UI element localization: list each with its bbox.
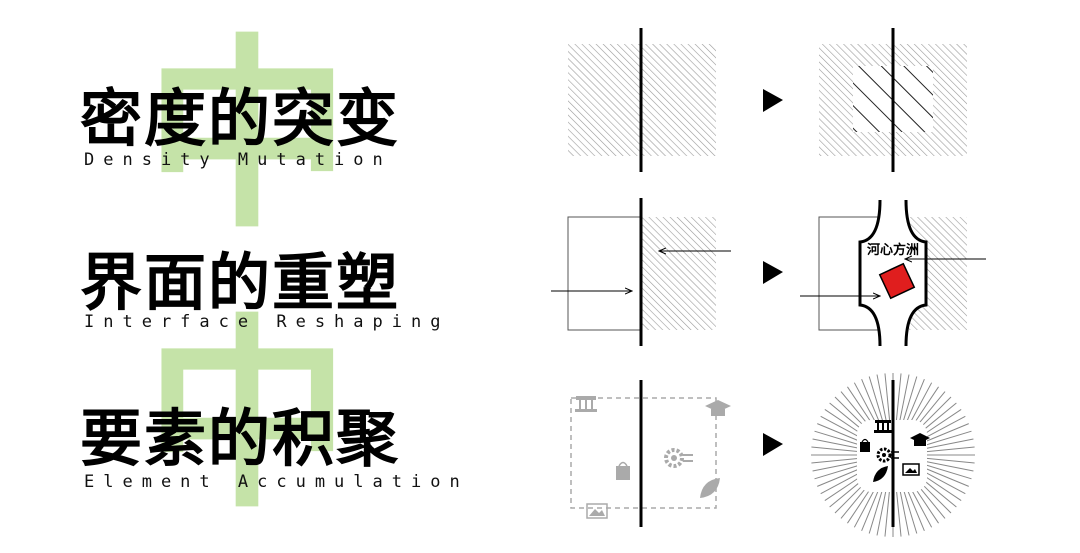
radiating-line bbox=[895, 488, 902, 537]
leaf-icon bbox=[873, 466, 888, 482]
radiating-line bbox=[925, 430, 972, 446]
radiating-line bbox=[925, 464, 972, 480]
radiating-line bbox=[876, 374, 887, 422]
radiating-line bbox=[905, 486, 925, 531]
shopping-bag-icon bbox=[616, 461, 630, 480]
row-2-subtitle: Interface Reshaping bbox=[84, 312, 450, 332]
radiating-line bbox=[899, 488, 910, 536]
island-label: 河心方洲 bbox=[867, 242, 919, 258]
radiating-line bbox=[868, 376, 884, 423]
elements-before-diagram bbox=[570, 380, 731, 527]
radiating-line bbox=[920, 409, 962, 437]
arrow-right-icon bbox=[763, 261, 783, 284]
interface-after-diagram: 河心方洲 bbox=[800, 199, 986, 347]
radiating-line bbox=[814, 464, 861, 480]
row-1-title: 密度的突变 bbox=[80, 82, 401, 155]
radiating-line bbox=[812, 438, 860, 449]
radiating-line bbox=[902, 376, 918, 423]
row-3-subtitle: Element Accumulation bbox=[84, 472, 469, 492]
radiating-line bbox=[899, 374, 910, 422]
radiating-line bbox=[868, 487, 884, 534]
radiating-line bbox=[814, 430, 861, 446]
radiating-line bbox=[920, 473, 962, 501]
pavilion-icon bbox=[874, 420, 892, 433]
interface-before-diagram bbox=[551, 198, 731, 346]
background-character-top: 中 bbox=[145, 18, 350, 256]
radiating-line bbox=[820, 415, 864, 440]
density-after-diagram bbox=[819, 28, 967, 172]
radiating-line bbox=[908, 484, 933, 528]
radiating-line bbox=[926, 457, 975, 464]
radiating-line bbox=[820, 470, 864, 495]
radiating-line bbox=[884, 488, 891, 537]
radiating-line bbox=[924, 423, 969, 443]
radiating-line bbox=[884, 373, 891, 422]
radiating-line bbox=[817, 467, 862, 487]
radiating-line bbox=[895, 373, 902, 422]
shopping-bag-icon bbox=[860, 438, 870, 452]
radiating-line bbox=[924, 467, 969, 487]
radiating-line bbox=[812, 461, 860, 472]
radiating-line bbox=[861, 379, 881, 424]
row-2-title: 界面的重塑 bbox=[80, 246, 401, 319]
radiating-line bbox=[911, 386, 939, 428]
gear-icon bbox=[876, 447, 899, 463]
radiating-line bbox=[811, 446, 860, 453]
radiating-line bbox=[905, 379, 925, 424]
radiating-line bbox=[926, 461, 974, 472]
pavilion-icon bbox=[575, 396, 597, 412]
density-before-diagram bbox=[568, 28, 716, 172]
graduation-cap-icon bbox=[705, 400, 731, 416]
elements-after-diagram bbox=[811, 373, 975, 537]
radiating-line bbox=[926, 438, 974, 449]
radiating-line bbox=[876, 488, 887, 536]
row-1-subtitle: Density Mutation bbox=[84, 150, 392, 170]
arrow-right-icon bbox=[763, 89, 783, 112]
radiating-line bbox=[811, 457, 860, 464]
radiating-line bbox=[817, 423, 862, 443]
background-character-bottom: 中 bbox=[145, 298, 350, 536]
picture-icon bbox=[902, 463, 920, 476]
radiating-line bbox=[922, 415, 966, 440]
arrow-right-icon bbox=[763, 433, 783, 456]
graduation-cap-icon bbox=[910, 433, 930, 446]
radiating-line bbox=[926, 446, 975, 453]
row-3-title: 要素的积聚 bbox=[80, 402, 401, 475]
radiating-line bbox=[922, 470, 966, 495]
radiating-line bbox=[908, 382, 933, 426]
picture-icon bbox=[586, 503, 608, 519]
radiating-line bbox=[853, 382, 878, 426]
radiating-line bbox=[902, 487, 918, 534]
radiating-line bbox=[861, 486, 881, 531]
radiating-line bbox=[853, 484, 878, 528]
radiating-lines bbox=[811, 373, 975, 537]
gear-icon bbox=[664, 448, 693, 468]
accent-square bbox=[878, 262, 916, 300]
leaf-icon bbox=[700, 478, 720, 498]
